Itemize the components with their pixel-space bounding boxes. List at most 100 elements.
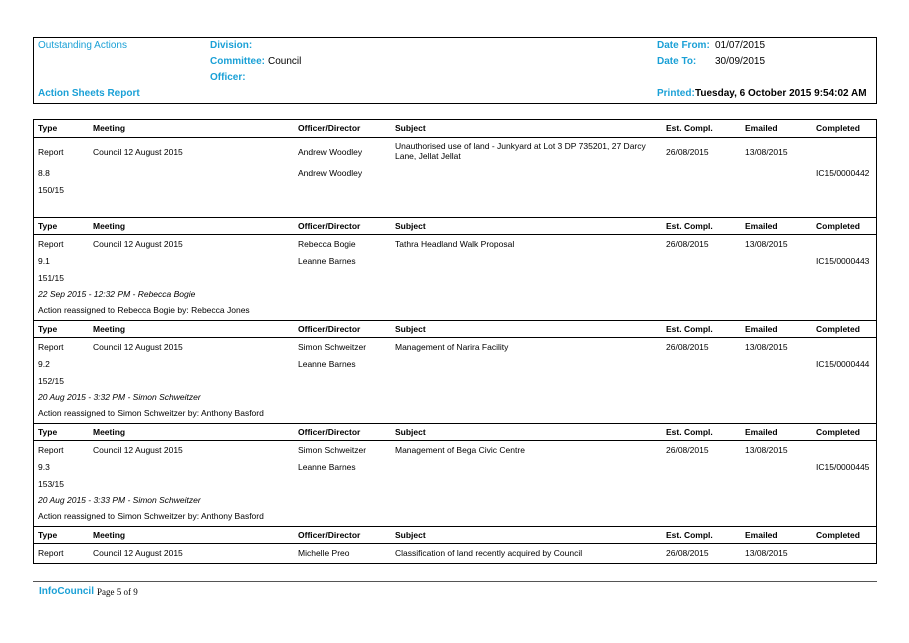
action-item: 9.1 (38, 256, 50, 266)
col-emailed: Emailed (745, 530, 778, 540)
date-to-label: Date To: (657, 56, 697, 67)
action-est-compl: 26/08/2015 (666, 147, 709, 157)
action-director: Andrew Woodley (298, 168, 363, 178)
committee-value: Council (268, 56, 302, 67)
action-director: Leanne Barnes (298, 462, 356, 472)
action-item: 9.3 (38, 462, 50, 472)
action-section: Type Meeting Officer/Director Subject Es… (34, 320, 876, 423)
action-completed: IC15/0000444 (816, 359, 870, 369)
action-emailed: 13/08/2015 (745, 342, 788, 352)
col-est-compl: Est. Compl. (666, 221, 713, 231)
col-est-compl: Est. Compl. (666, 123, 713, 133)
action-note-header: 20 Aug 2015 - 3:32 PM - Simon Schweitzer (38, 392, 201, 402)
actions-table: Type Meeting Officer/Director Subject Es… (33, 119, 877, 564)
col-officer: Officer/Director (298, 123, 361, 133)
action-officer: Rebecca Bogie (298, 239, 356, 249)
action-director: Leanne Barnes (298, 359, 356, 369)
action-note-header: 22 Sep 2015 - 12:32 PM - Rebecca Bogie (38, 289, 196, 299)
division-label: Division: (210, 40, 253, 51)
col-est-compl: Est. Compl. (666, 530, 713, 540)
action-type: Report (38, 147, 64, 157)
action-section: Type Meeting Officer/Director Subject Es… (34, 120, 876, 217)
action-est-compl: 26/08/2015 (666, 239, 709, 249)
col-meeting: Meeting (93, 530, 126, 540)
col-emailed: Emailed (745, 324, 778, 334)
action-item: 9.2 (38, 359, 50, 369)
col-subject: Subject (395, 123, 426, 133)
action-subject: Management of Narira Facility (395, 342, 509, 352)
action-resolution: 150/15 (38, 185, 64, 195)
action-emailed: 13/08/2015 (745, 445, 788, 455)
col-subject: Subject (395, 427, 426, 437)
column-header-row: Type Meeting Officer/Director Subject Es… (34, 120, 876, 138)
col-officer: Officer/Director (298, 427, 361, 437)
action-officer: Simon Schweitzer (298, 342, 367, 352)
printed-value: Tuesday, 6 October 2015 9:54:02 AM (695, 88, 867, 99)
action-resolution: 151/15 (38, 273, 64, 283)
col-completed: Completed (816, 221, 860, 231)
action-emailed: 13/08/2015 (745, 147, 788, 157)
report-type: Outstanding Actions (38, 40, 127, 51)
action-note-header: 20 Aug 2015 - 3:33 PM - Simon Schweitzer (38, 495, 201, 505)
action-section: Type Meeting Officer/Director Subject Es… (34, 423, 876, 526)
action-note-text: Action reassigned to Rebecca Bogie by: R… (38, 305, 250, 315)
action-subject: Classification of land recently acquired… (395, 548, 583, 558)
action-officer: Michelle Preo (298, 548, 350, 558)
col-emailed: Emailed (745, 221, 778, 231)
action-meeting: Council 12 August 2015 (93, 342, 183, 352)
col-officer: Officer/Director (298, 221, 361, 231)
column-header-row: Type Meeting Officer/Director Subject Es… (34, 526, 876, 544)
column-header-row: Type Meeting Officer/Director Subject Es… (34, 423, 876, 441)
date-from-value: 01/07/2015 (715, 40, 766, 51)
action-meeting: Council 12 August 2015 (93, 239, 183, 249)
action-emailed: 13/08/2015 (745, 239, 788, 249)
action-emailed: 13/08/2015 (745, 548, 788, 558)
col-subject: Subject (395, 221, 426, 231)
action-note-text: Action reassigned to Simon Schweitzer by… (38, 408, 264, 418)
col-type: Type (38, 123, 58, 133)
col-emailed: Emailed (745, 123, 778, 133)
col-meeting: Meeting (93, 123, 126, 133)
action-item: 8.8 (38, 168, 50, 178)
col-officer: Officer/Director (298, 530, 361, 540)
col-subject: Subject (395, 324, 426, 334)
committee-label: Committee: (210, 56, 266, 67)
action-section: Type Meeting Officer/Director Subject Es… (34, 217, 876, 320)
action-type: Report (38, 342, 64, 352)
action-resolution: 152/15 (38, 376, 64, 386)
action-completed: IC15/0000443 (816, 256, 870, 266)
action-subject: Unauthorised use of land - Junkyard at L… (395, 141, 646, 161)
action-section: Type Meeting Officer/Director Subject Es… (34, 526, 876, 563)
col-type: Type (38, 324, 58, 334)
action-type: Report (38, 548, 64, 558)
action-officer: Simon Schweitzer (298, 445, 367, 455)
date-to-value: 30/09/2015 (715, 56, 766, 67)
col-meeting: Meeting (93, 427, 126, 437)
action-est-compl: 26/08/2015 (666, 342, 709, 352)
col-completed: Completed (816, 123, 860, 133)
col-emailed: Emailed (745, 427, 778, 437)
action-director: Leanne Barnes (298, 256, 356, 266)
action-type: Report (38, 445, 64, 455)
action-subject: Tathra Headland Walk Proposal (395, 239, 515, 249)
action-type: Report (38, 239, 64, 249)
col-completed: Completed (816, 530, 860, 540)
date-from-label: Date From: (657, 40, 710, 51)
col-meeting: Meeting (93, 324, 126, 334)
col-completed: Completed (816, 324, 860, 334)
action-completed: IC15/0000445 (816, 462, 870, 472)
col-meeting: Meeting (93, 221, 126, 231)
printed-label: Printed: (657, 88, 695, 99)
action-completed: IC15/0000442 (816, 168, 870, 178)
action-est-compl: 26/08/2015 (666, 548, 709, 558)
col-est-compl: Est. Compl. (666, 324, 713, 334)
col-completed: Completed (816, 427, 860, 437)
action-meeting: Council 12 August 2015 (93, 445, 183, 455)
action-meeting: Council 12 August 2015 (93, 147, 183, 157)
report-name: Action Sheets Report (38, 88, 140, 99)
col-type: Type (38, 530, 58, 540)
col-type: Type (38, 221, 58, 231)
action-est-compl: 26/08/2015 (666, 445, 709, 455)
action-meeting: Council 12 August 2015 (93, 548, 183, 558)
report-header: Outstanding Actions Action Sheets Report… (33, 37, 877, 104)
